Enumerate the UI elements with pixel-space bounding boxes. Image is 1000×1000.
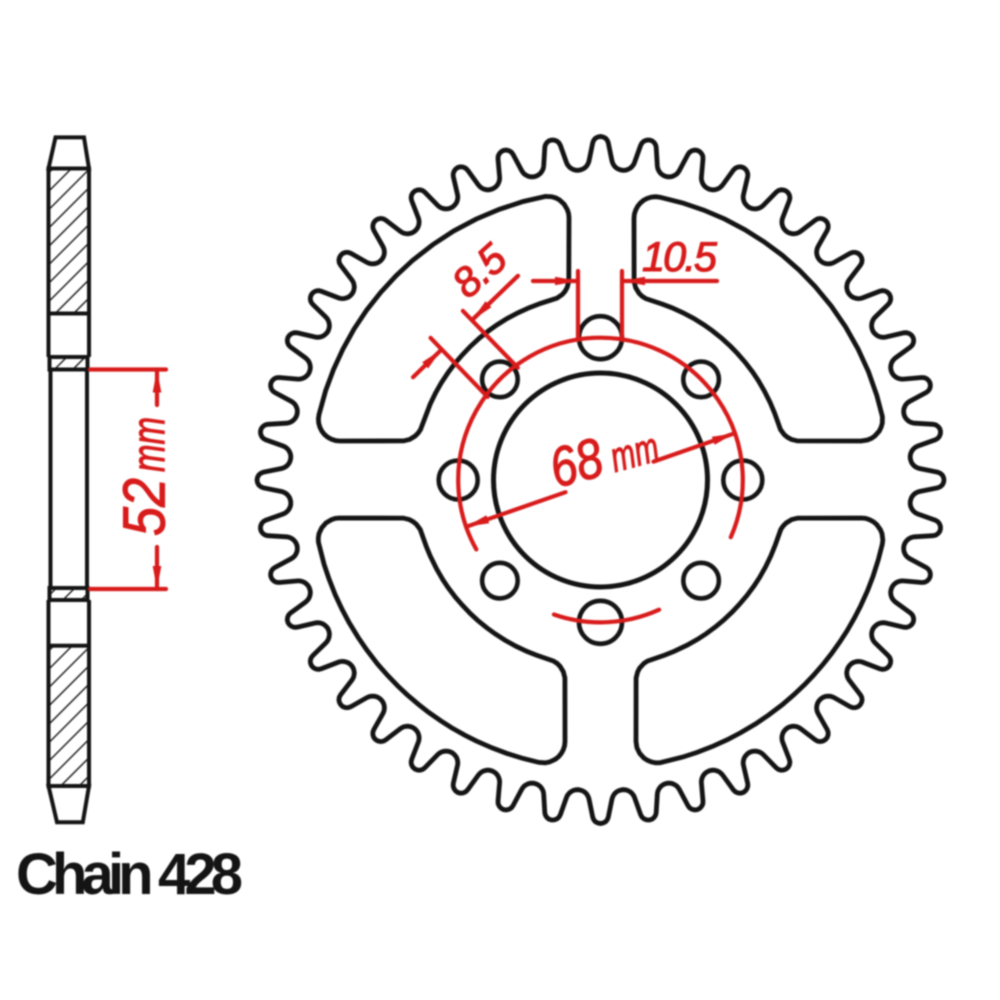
svg-text:Chain 428: Chain 428 — [16, 842, 243, 907]
svg-text:52mm: 52mm — [112, 417, 178, 536]
svg-text:10.5: 10.5 — [642, 233, 718, 280]
